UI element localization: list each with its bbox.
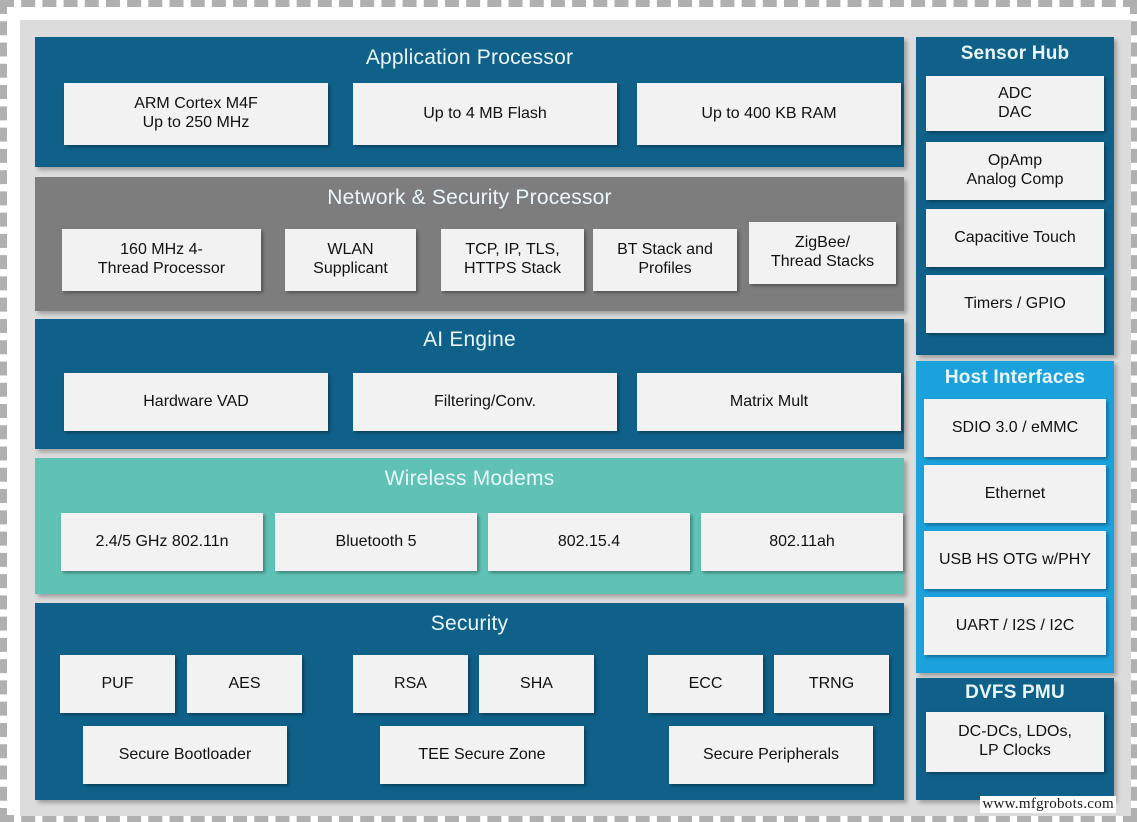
tile-bluetooth-5: Bluetooth 5 (275, 513, 477, 571)
tile-usb-hs-otg: USB HS OTG w/PHY (924, 531, 1106, 589)
tile-arm-cortex-m4f: ARM Cortex M4F Up to 250 MHz (64, 83, 328, 145)
panel-title-sensor-hub: Sensor Hub (960, 43, 1070, 64)
tile-matrix-mult: Matrix Mult (637, 373, 901, 431)
tile-uart-i2s-i2c: UART / I2S / I2C (924, 597, 1106, 655)
watermark-url: www.mfgrobots.com (980, 796, 1116, 813)
panel-host-interfaces: Host Interfaces SDIO 3.0 / eMMC Ethernet… (916, 361, 1114, 673)
panel-sensor-hub: Sensor Hub ADC DAC OpAmp Analog Comp Cap… (916, 37, 1114, 355)
tile-puf: PUF (60, 655, 175, 713)
tile-dc-dcs-ldos-lp-clocks: DC-DCs, LDOs, LP Clocks (926, 712, 1104, 772)
panel-title-application-processor: Application Processor (365, 46, 574, 69)
tile-wifi-2g4-5ghz: 2.4/5 GHz 802.11n (61, 513, 263, 571)
diagram-canvas: Application Processor ARM Cortex M4F Up … (20, 20, 1131, 816)
tile-trng: TRNG (774, 655, 889, 713)
tile-zigbee-thread-stacks: ZigBee/ Thread Stacks (749, 222, 896, 284)
panel-network-security-processor: Network & Security Processor 160 MHz 4- … (35, 177, 904, 311)
tile-opamp-analog-comp: OpAmp Analog Comp (926, 142, 1104, 200)
tile-adc-dac: ADC DAC (926, 76, 1104, 131)
panel-title-host-interfaces: Host Interfaces (944, 367, 1086, 388)
panel-security: Security PUF AES RSA SHA ECC TRNG Secure… (35, 603, 904, 800)
tile-secure-peripherals: Secure Peripherals (669, 726, 873, 784)
tile-tee-secure-zone: TEE Secure Zone (380, 726, 584, 784)
tile-thread-processor: 160 MHz 4- Thread Processor (62, 229, 261, 291)
tile-wlan-supplicant: WLAN Supplicant (285, 229, 416, 291)
panel-title-security: Security (430, 612, 509, 635)
tile-bt-stack-profiles: BT Stack and Profiles (593, 229, 737, 291)
panel-ai-engine: AI Engine Hardware VAD Filtering/Conv. M… (35, 319, 904, 449)
tile-ethernet: Ethernet (924, 465, 1106, 523)
tile-timers-gpio: Timers / GPIO (926, 275, 1104, 333)
panel-dvfs-pmu: DVFS PMU DC-DCs, LDOs, LP Clocks (916, 678, 1114, 800)
tile-ram: Up to 400 KB RAM (637, 83, 901, 145)
tile-tcp-ip-tls-https-stack: TCP, IP, TLS, HTTPS Stack (441, 229, 584, 291)
tile-rsa: RSA (353, 655, 468, 713)
panel-title-network-security-processor: Network & Security Processor (327, 186, 612, 209)
panel-application-processor: Application Processor ARM Cortex M4F Up … (35, 37, 904, 167)
tile-802-11ah: 802.11ah (701, 513, 903, 571)
tile-ecc: ECC (648, 655, 763, 713)
tile-sdio-emmc: SDIO 3.0 / eMMC (924, 399, 1106, 457)
tile-secure-bootloader: Secure Bootloader (83, 726, 287, 784)
tile-filtering-conv: Filtering/Conv. (353, 373, 617, 431)
tile-flash: Up to 4 MB Flash (353, 83, 617, 145)
panel-wireless-modems: Wireless Modems 2.4/5 GHz 802.11n Blueto… (35, 458, 904, 594)
tile-capacitive-touch: Capacitive Touch (926, 209, 1104, 267)
panel-title-wireless-modems: Wireless Modems (384, 467, 555, 490)
panel-title-dvfs-pmu: DVFS PMU (965, 682, 1065, 703)
tile-aes: AES (187, 655, 302, 713)
panel-title-ai-engine: AI Engine (423, 328, 516, 351)
tile-802-15-4: 802.15.4 (488, 513, 690, 571)
tile-sha: SHA (479, 655, 594, 713)
tile-hardware-vad: Hardware VAD (64, 373, 328, 431)
